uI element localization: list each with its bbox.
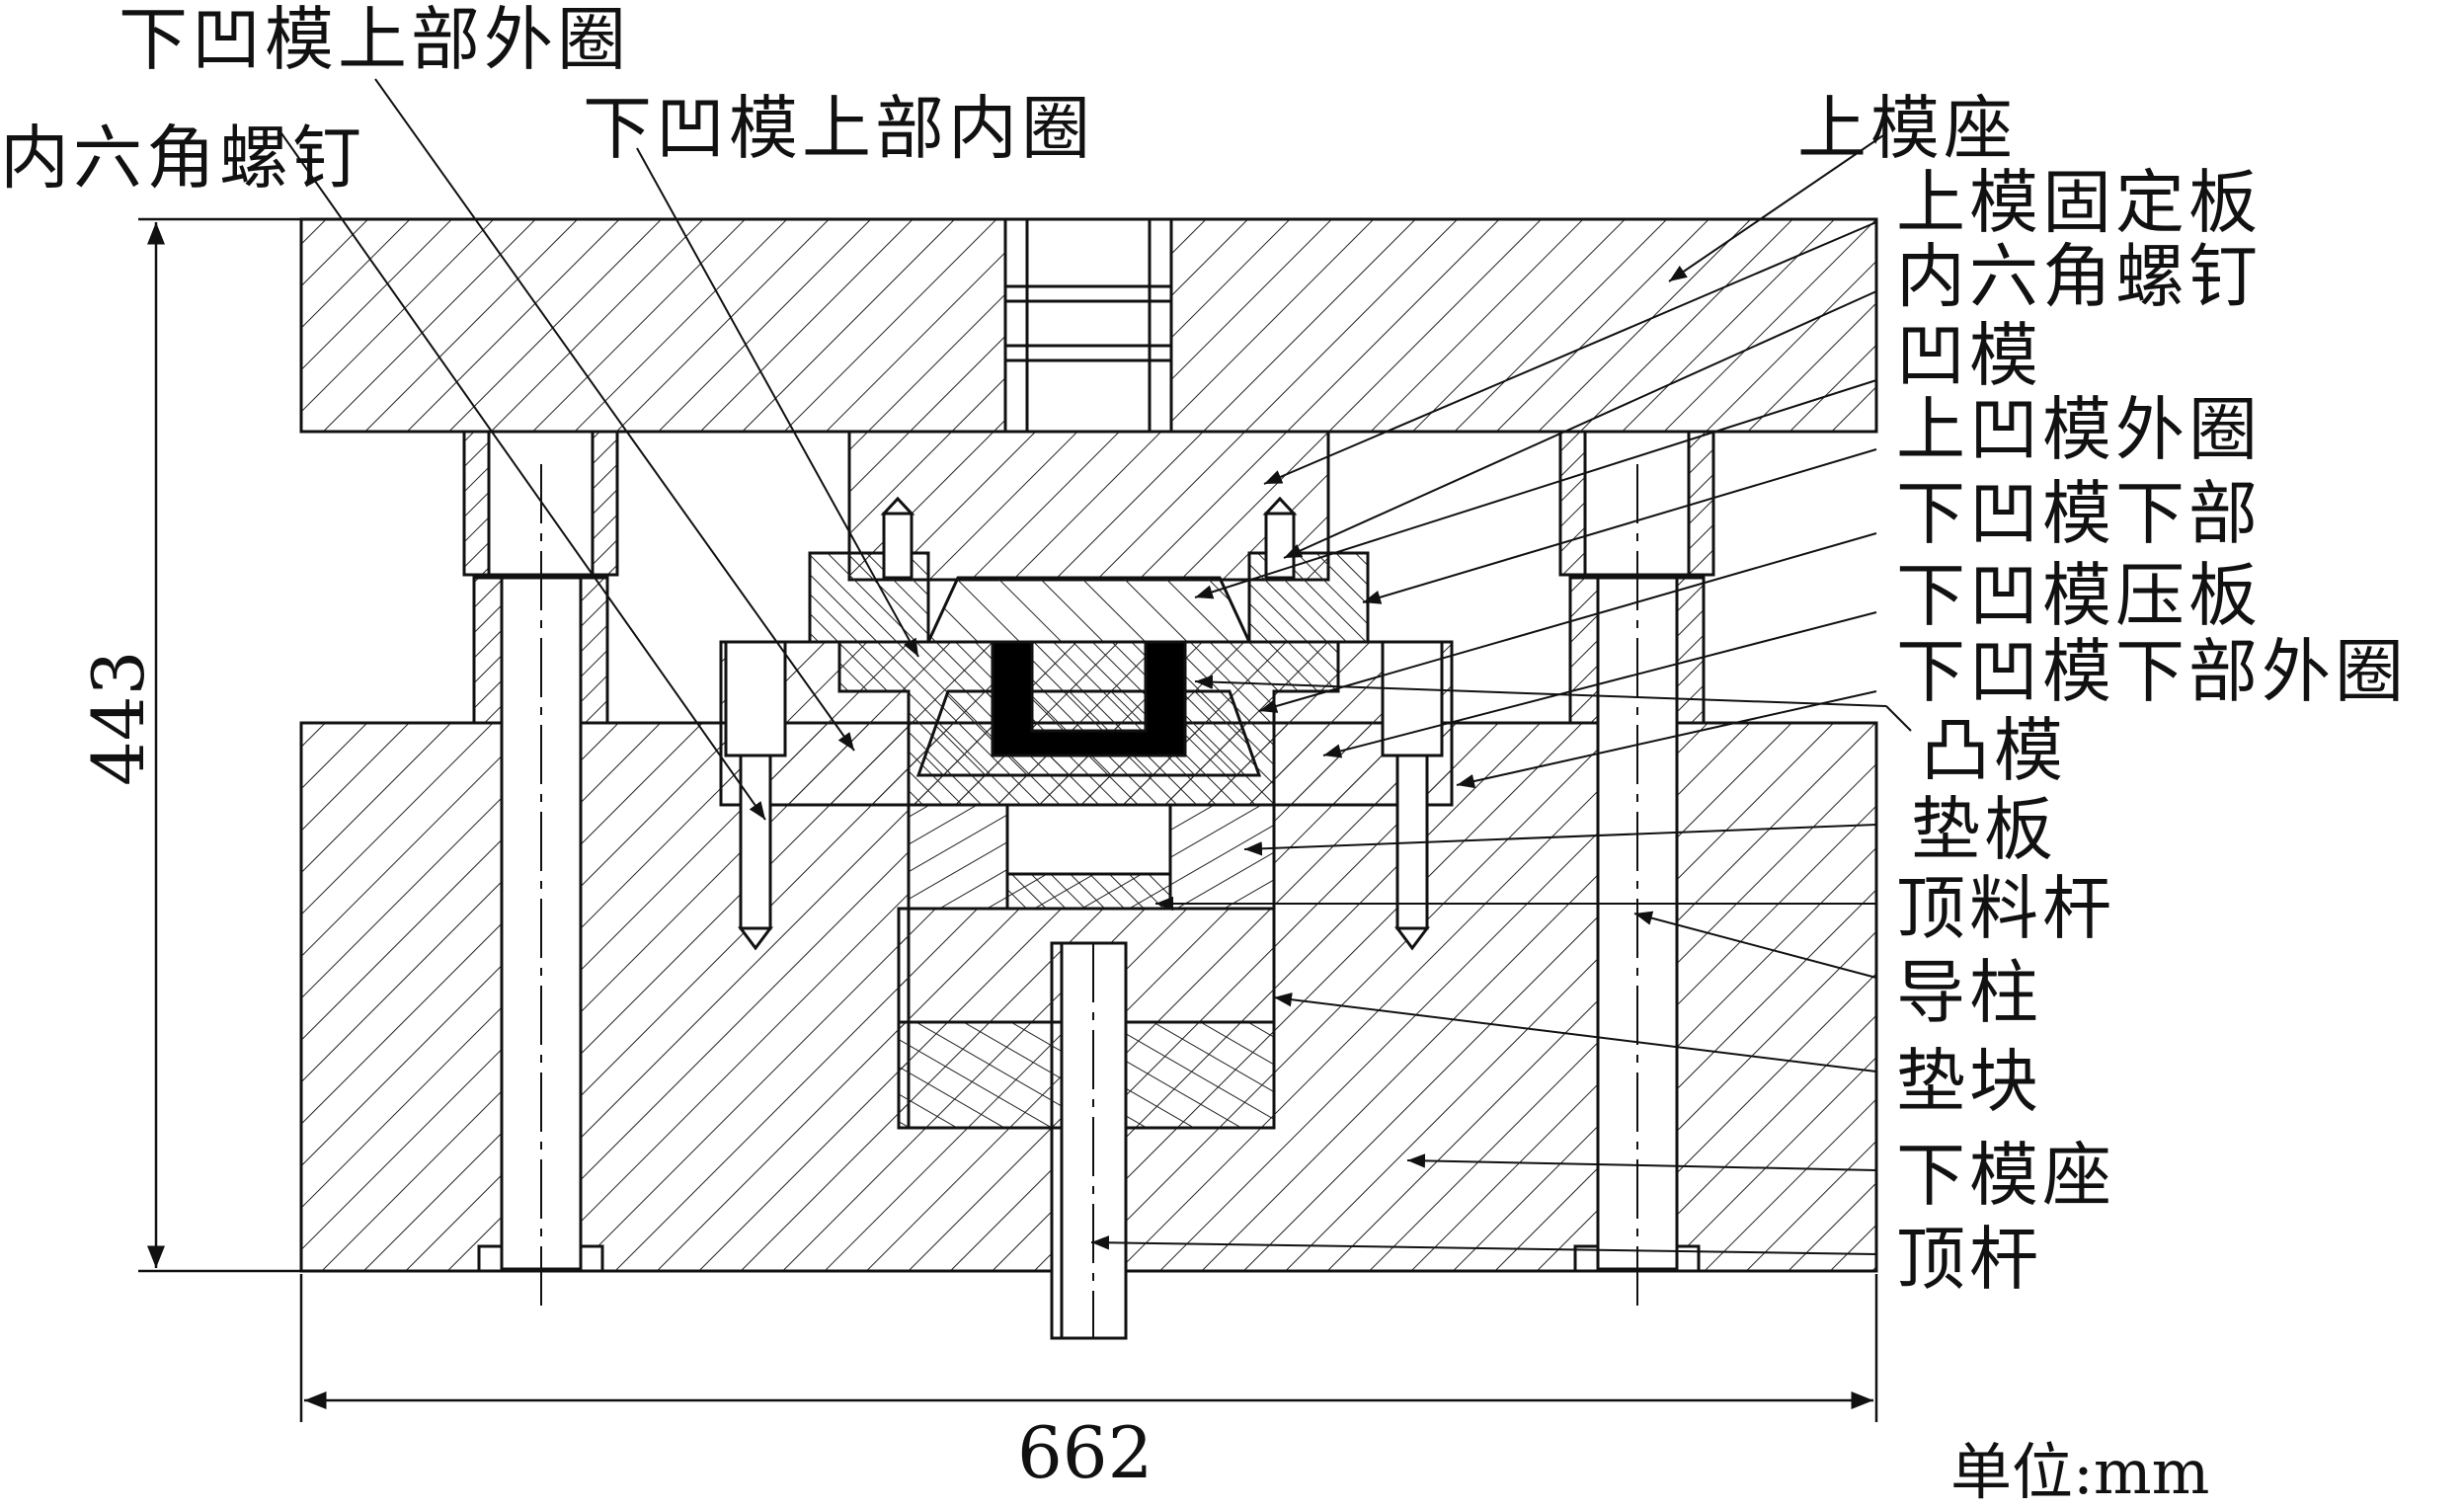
leader-lower-die-upper-outer	[374, 78, 855, 752]
label-guide-pillar: 导柱	[1896, 952, 2042, 1033]
label-lower-die-lower-outer: 下凹模下部外圈	[1896, 631, 2408, 712]
label-hex-screw-right: 内六角螺钉	[1896, 236, 2262, 317]
leader-upper-die-base	[1668, 132, 1887, 282]
unit-label: 单位:mm	[1950, 1436, 2210, 1508]
label-lower-die-upper-outer: 下凹模上部外圈	[119, 0, 630, 80]
leader-lower-die-upper-inner	[636, 147, 919, 658]
ejector-rod-part	[1005, 872, 1172, 911]
leader-hex-screw-right	[1283, 290, 1877, 559]
leader-backing-plate	[1243, 824, 1877, 856]
hex-screw-lower-left-part	[724, 640, 787, 951]
leader-lower-die-press-plate	[1322, 611, 1877, 758]
label-spacer-block: 垫块	[1896, 1041, 2042, 1122]
lower-die-press-plate-part	[719, 640, 1454, 807]
workpiece-part	[991, 640, 1187, 757]
label-upper-die-base: 上模座	[1797, 88, 2017, 169]
label-upper-die-outer-ring: 上凹模外圈	[1896, 389, 2262, 470]
hex-screw-upper-right-part	[1262, 496, 1298, 580]
leader-guide-pillar	[1633, 911, 1877, 979]
label-backing-plate: 垫板	[1911, 789, 2057, 870]
guide-pillar-left-part	[462, 430, 619, 1309]
leader-hex-screw-left	[280, 132, 766, 821]
width-dimension-value: 662	[1017, 1411, 1153, 1494]
upper-die-base-part	[299, 217, 1878, 434]
label-hex-screw-left: 内六角螺钉	[0, 118, 365, 199]
label-lower-die-base: 下模座	[1896, 1135, 2115, 1216]
leader-lower-die-lower-part	[1258, 532, 1877, 713]
height-dimension-value: 443	[77, 650, 160, 786]
label-punch: 凸模	[1921, 710, 2067, 791]
leader-upper-die-fixing-plate	[1263, 221, 1877, 485]
label-upper-die-fixing-plate: 上模固定板	[1896, 162, 2262, 243]
label-ejector-pin: 顶杆	[1896, 1219, 2042, 1300]
label-lower-die-upper-inner: 下凹模上部内圈	[583, 88, 1094, 169]
leader-die	[1194, 379, 1877, 599]
label-die: 凹模	[1896, 315, 2042, 396]
leader-lower-die-base	[1406, 1153, 1877, 1171]
leader-ejector-pin	[1090, 1235, 1877, 1255]
leader-lower-die-lower-outer	[1456, 690, 1877, 789]
leader-punch	[1194, 675, 1887, 707]
leader-spacer-block	[1273, 993, 1877, 1073]
leader-upper-die-outer-ring	[1362, 448, 1877, 604]
hex-screw-upper-left-part	[880, 496, 915, 580]
label-lower-die-press-plate: 下凹模压板	[1896, 555, 2262, 636]
label-ejector-rod: 顶料杆	[1896, 868, 2115, 949]
label-lower-die-lower-part: 下凹模下部	[1896, 473, 2262, 554]
die-part	[925, 576, 1252, 644]
